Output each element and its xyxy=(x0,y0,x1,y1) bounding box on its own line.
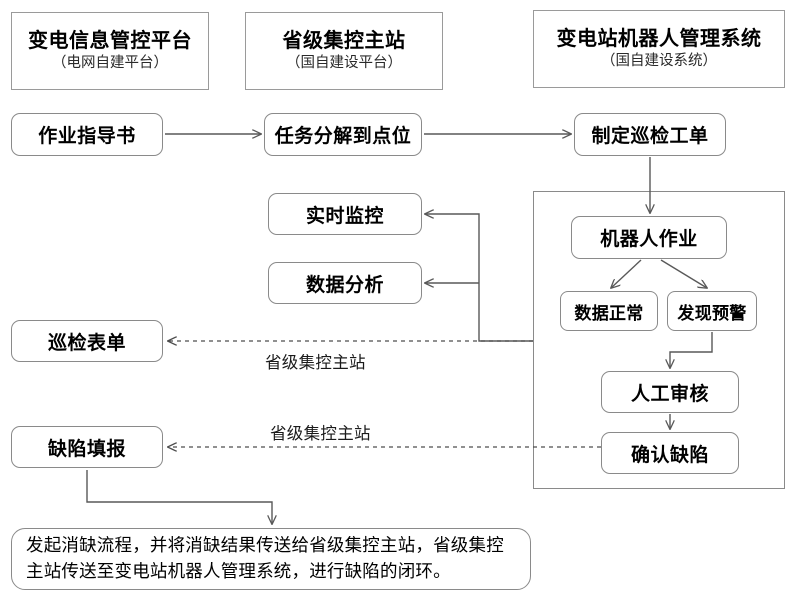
node-label: 数据分析 xyxy=(305,273,384,296)
system-subtitle: （国自建设平台） xyxy=(286,55,402,72)
node-make-work-order[interactable]: 制定巡检工单 xyxy=(574,113,726,156)
arrow-panel-to-realtime-monitor xyxy=(425,214,533,342)
node-manual-review[interactable]: 人工审核 xyxy=(601,371,739,413)
node-label: 数据正常 xyxy=(574,303,644,324)
node-robot-operation[interactable]: 机器人作业 xyxy=(571,216,727,259)
node-label: 机器人作业 xyxy=(600,228,698,250)
node-label: 缺陷填报 xyxy=(47,437,126,460)
node-realtime-monitor[interactable]: 实时监控 xyxy=(268,193,422,235)
system-box-robot-management-system: 变电站机器人管理系统 （国自建设系统） xyxy=(533,10,785,88)
node-label: 制定巡检工单 xyxy=(591,125,709,147)
system-box-substation-info-platform: 变电信息管控平台 （电网自建平台） xyxy=(11,12,209,90)
node-task-decompose[interactable]: 任务分解到点位 xyxy=(264,113,422,156)
system-box-provincial-control-center: 省级集控主站 （国自建设平台） xyxy=(245,12,443,90)
system-subtitle: （国自建设系统） xyxy=(601,53,717,70)
node-label: 实时监控 xyxy=(305,204,384,227)
arrow-defect-report-to-note xyxy=(86,470,272,524)
note-text: 发起消缺流程，并将消缺结果传送给省级集控主站，省级集控主站传送至变电站机器人管理… xyxy=(26,535,504,582)
node-label: 作业指导书 xyxy=(38,125,136,147)
node-data-analysis[interactable]: 数据分析 xyxy=(268,262,422,304)
node-alarm-found[interactable]: 发现预警 xyxy=(667,291,757,331)
system-title: 省级集控主站 xyxy=(282,27,406,52)
node-label: 发现预警 xyxy=(677,303,747,324)
node-inspection-form[interactable]: 巡检表单 xyxy=(11,320,163,362)
note-defect-closed-loop: 发起消缺流程，并将消缺结果传送给省级集控主站，省级集控主站传送至变电站机器人管理… xyxy=(11,528,531,590)
node-defect-report[interactable]: 缺陷填报 xyxy=(11,426,163,468)
edge-label-inspection-form: 省级集控主站 xyxy=(265,353,366,372)
system-subtitle: （电网自建平台） xyxy=(52,55,168,72)
edge-label-defect-report: 省级集控主站 xyxy=(270,424,371,443)
node-confirm-defect[interactable]: 确认缺陷 xyxy=(601,432,739,474)
node-label: 人工审核 xyxy=(630,382,709,405)
node-label: 确认缺陷 xyxy=(630,443,709,466)
node-label: 巡检表单 xyxy=(47,331,126,354)
node-label: 任务分解到点位 xyxy=(274,125,412,147)
system-title: 变电站机器人管理系统 xyxy=(556,25,762,50)
node-data-normal[interactable]: 数据正常 xyxy=(560,291,658,331)
system-title: 变电信息管控平台 xyxy=(28,27,192,52)
node-work-instruction[interactable]: 作业指导书 xyxy=(11,113,163,156)
